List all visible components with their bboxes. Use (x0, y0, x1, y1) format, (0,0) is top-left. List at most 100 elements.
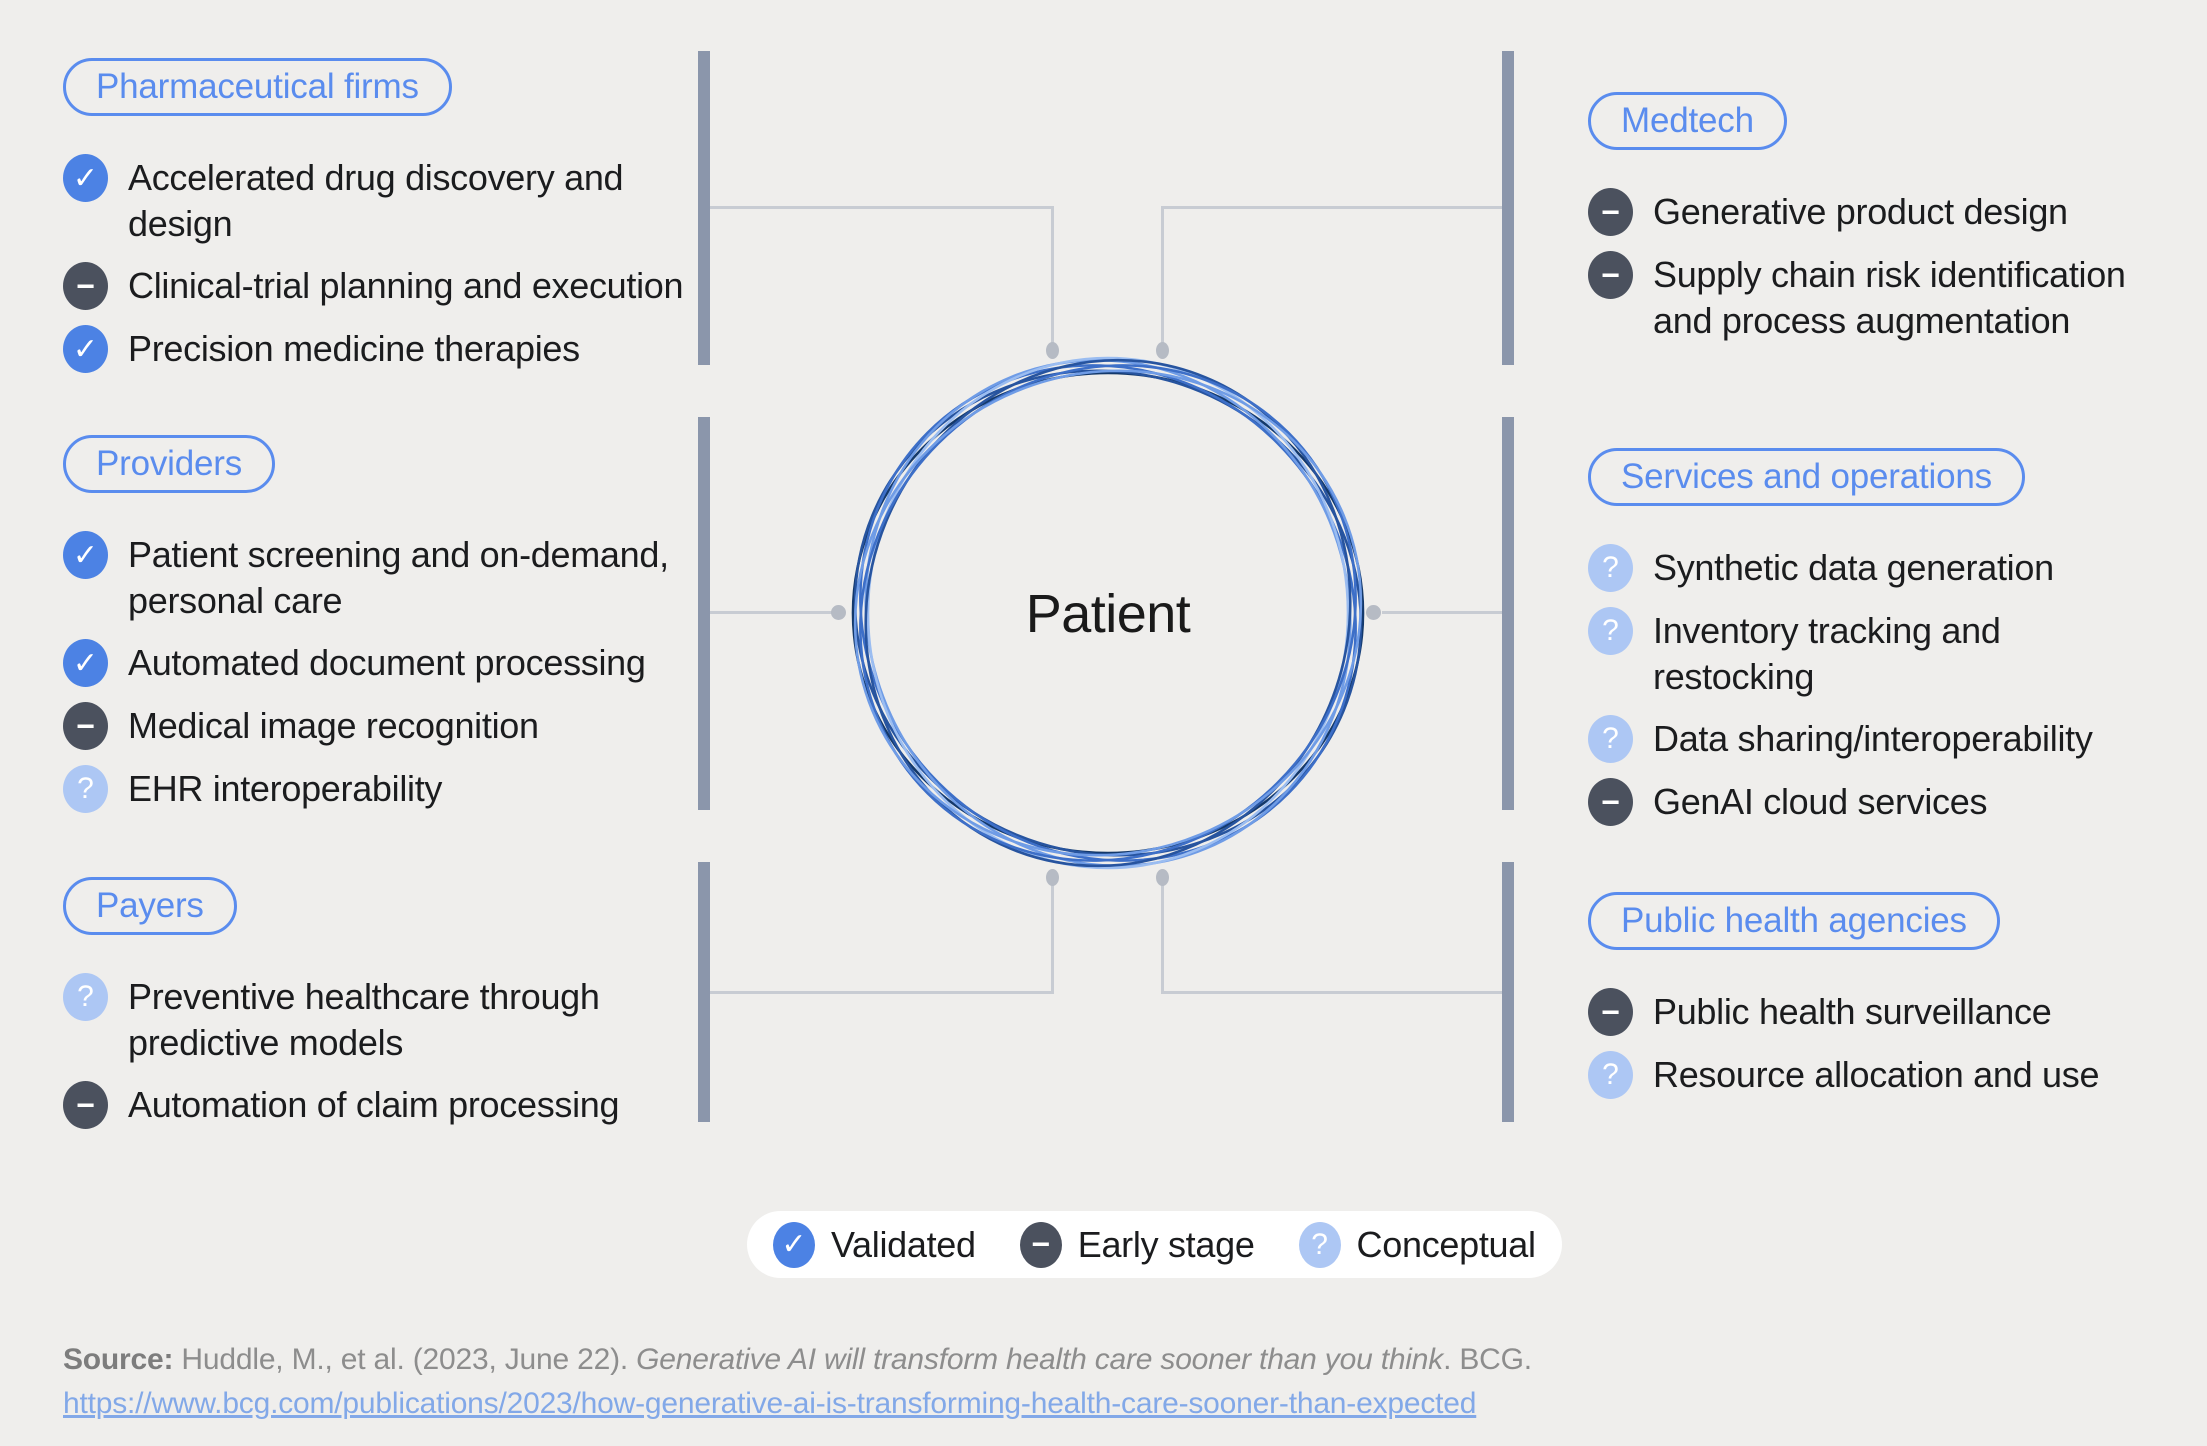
section-payers: Payers ? Preventive healthcare through p… (63, 877, 688, 1144)
section-pill-payers: Payers (63, 877, 237, 935)
connector-line-top-left-v (1051, 206, 1054, 344)
connector-line-bottom-left-v (1051, 882, 1054, 992)
capability-label: Synthetic data generation (1653, 547, 2054, 588)
capability-item: ? Preventive healthcare through predicti… (63, 973, 688, 1066)
ring-ellipse (853, 369, 1363, 857)
capability-label: Accelerated drug discovery and design (128, 157, 624, 244)
capability-label: EHR interoperability (128, 768, 443, 809)
connector-line-bottom-right-v (1161, 882, 1164, 992)
early-status-icon: − (63, 702, 108, 750)
connector-line-top-left-h (710, 206, 1054, 209)
capability-item: ? Data sharing/interoperability (1588, 715, 2153, 763)
section-providers: Providers ✓ Patient screening and on-dem… (63, 435, 688, 828)
capability-label: Automation of claim processing (128, 1084, 620, 1125)
conceptual-status-icon: ? (1588, 1051, 1633, 1099)
source-link[interactable]: https://www.bcg.com/publications/2023/ho… (63, 1387, 1477, 1420)
capability-item: − Generative product design (1588, 188, 2153, 236)
capability-item: ? Inventory tracking and restocking (1588, 607, 2153, 700)
connector-dot-mid-right (1366, 605, 1381, 620)
capability-item: ? EHR interoperability (63, 765, 688, 813)
capability-label: Data sharing/interoperability (1653, 718, 2093, 759)
early-status-icon: − (1588, 988, 1633, 1036)
capability-label: Precision medicine therapies (128, 328, 580, 369)
capability-item: − Public health surveillance (1588, 988, 2153, 1036)
connector-dot-mid-left (831, 605, 846, 620)
early-stage-status-icon: − (1019, 1221, 1062, 1268)
source-label: Source: (63, 1343, 174, 1376)
validated-status-icon: ✓ (63, 325, 108, 373)
legend-entry-early-stage: − Early stage (1019, 1221, 1255, 1268)
source-suffix: . BCG. (1443, 1343, 1532, 1376)
early-status-icon: − (63, 262, 108, 310)
early-status-icon: − (63, 1081, 108, 1129)
source-article-title: Generative AI will transform health care… (636, 1343, 1444, 1376)
capability-label: Generative product design (1653, 191, 2068, 232)
connector-line-mid-right (1382, 611, 1502, 614)
section-services-and-operations: Services and operations ? Synthetic data… (1588, 448, 2153, 841)
ring-ellipse (866, 356, 1350, 870)
validated-status-icon: ✓ (63, 531, 108, 579)
capability-label: Medical image recognition (128, 705, 539, 746)
section-public-health-agencies: Public health agencies − Public health s… (1588, 892, 2153, 1114)
section-pill-providers: Providers (63, 435, 276, 493)
connector-dot-bottom-right (1156, 869, 1169, 886)
connector-line-bottom-left-h (710, 991, 1054, 994)
capability-item: ✓ Accelerated drug discovery and design (63, 154, 688, 247)
legend-entry-conceptual: ? Conceptual (1298, 1221, 1536, 1268)
ring-ellipse (851, 371, 1365, 855)
connector-dot-top-left (1046, 342, 1059, 359)
conceptual-status-icon: ? (63, 973, 108, 1021)
connector-line-top-right-h (1161, 206, 1502, 209)
legend-label: Early stage (1077, 1223, 1255, 1265)
capability-label: Public health surveillance (1653, 991, 2052, 1032)
connector-bar-bottom-left (698, 862, 710, 1122)
section-pill-medtech: Medtech (1588, 92, 1787, 150)
connector-bar-mid-right (1502, 417, 1514, 810)
section-pill-public-health-agencies: Public health agencies (1588, 892, 2000, 950)
capability-label: Patient screening and on-demand, persona… (128, 534, 669, 621)
legend-label: Conceptual (1356, 1223, 1536, 1265)
ring-ellipse (859, 364, 1357, 862)
section-title: Payers (96, 886, 204, 925)
section-title: Services and operations (1621, 457, 1992, 496)
capability-item: − Clinical-trial planning and execution (63, 262, 688, 310)
section-pill-services-and-operations: Services and operations (1588, 448, 2025, 506)
connector-bar-mid-left (698, 417, 710, 810)
section-pharmaceutical-firms: Pharmaceutical firms ✓ Accelerated drug … (63, 58, 688, 388)
early-status-icon: − (1588, 251, 1633, 299)
ring-ellipse (864, 358, 1352, 868)
capability-label: Preventive healthcare through predictive… (128, 976, 600, 1063)
source-citation-line: Source: Huddle, M., et al. (2023, June 2… (63, 1338, 1663, 1382)
connector-bar-top-right (1502, 51, 1514, 365)
capability-item: ? Synthetic data generation (1588, 544, 2153, 592)
capability-label: Clinical-trial planning and execution (128, 265, 684, 306)
validated-status-icon: ✓ (773, 1221, 815, 1268)
capability-item: − Automation of claim processing (63, 1081, 688, 1129)
capability-item: − GenAI cloud services (1588, 778, 2153, 826)
section-title: Providers (96, 444, 243, 483)
conceptual-status-icon: ? (1298, 1221, 1341, 1268)
validated-status-icon: ✓ (63, 154, 108, 202)
connector-line-mid-left (710, 611, 832, 614)
section-title: Public health agencies (1621, 901, 1967, 940)
capability-item: ? Resource allocation and use (1588, 1051, 2153, 1099)
legend: ✓ Validated − Early stage ? Conceptual (747, 1211, 1562, 1278)
early-status-icon: − (1588, 188, 1633, 236)
capability-item: ✓ Automated document processing (63, 639, 688, 687)
connector-bar-top-left (698, 51, 710, 365)
patient-label: Patient (1025, 584, 1191, 644)
connector-dot-bottom-left (1046, 869, 1059, 886)
capability-item: − Supply chain risk identification and p… (1588, 251, 2153, 344)
capability-label: Automated document processing (128, 642, 646, 683)
source-citation: Huddle, M., et al. (2023, June 22). (173, 1343, 637, 1376)
ring-ellipse (859, 364, 1357, 862)
capability-label: Inventory tracking and restocking (1653, 610, 2001, 697)
capability-label: GenAI cloud services (1653, 781, 1988, 822)
early-status-icon: − (1588, 778, 1633, 826)
conceptual-status-icon: ? (1588, 544, 1633, 592)
legend-label: Validated (831, 1223, 976, 1265)
capability-item: ✓ Patient screening and on-demand, perso… (63, 531, 688, 624)
section-pill-pharmaceutical-firms: Pharmaceutical firms (63, 58, 452, 116)
ring-ellipse (864, 358, 1352, 868)
